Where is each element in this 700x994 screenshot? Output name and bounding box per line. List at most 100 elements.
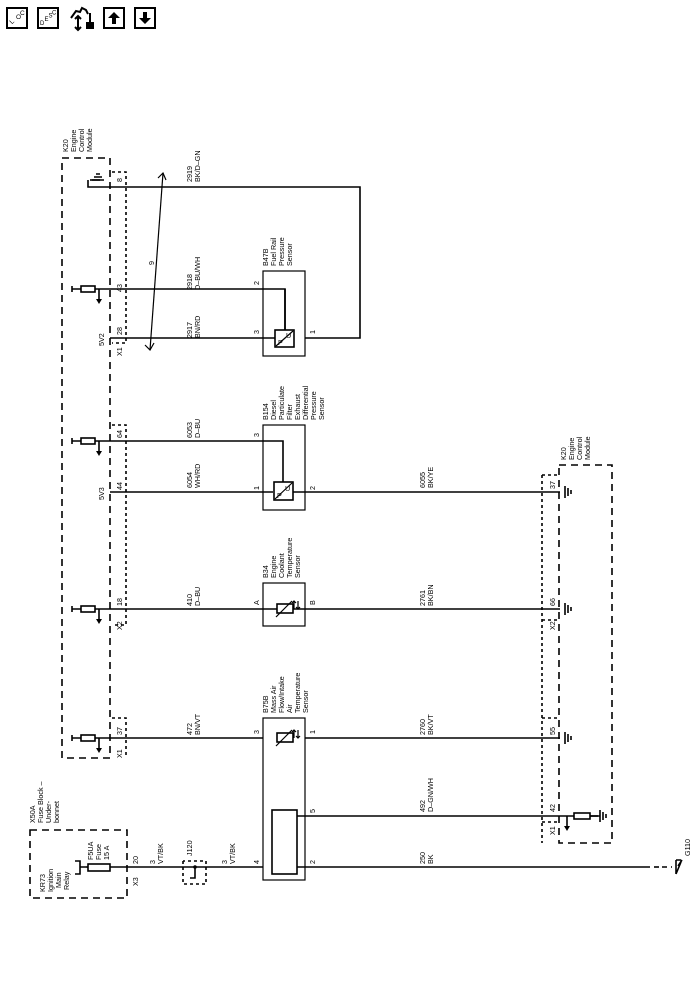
circuit-2918: 43 2918 D–BU/WH: [71, 257, 286, 330]
pin-ecm-low-42: 42: [548, 804, 557, 812]
arrow-down-icon: [96, 748, 102, 753]
circuit-2917: 5V2 28 X1 2917 BN/RD: [97, 316, 275, 356]
pin-b75b-5: 5: [308, 809, 317, 813]
ground-g110-icon: [675, 859, 683, 875]
wire-2918-color: D–BU/WH: [193, 257, 202, 290]
p-symbol: P: [277, 491, 282, 500]
wire-2917-circuit: 2917: [185, 322, 194, 338]
pin-b47b-2: 2: [252, 281, 261, 285]
b154-label-5: Differential: [301, 385, 310, 420]
u-symbol: U: [286, 331, 291, 340]
wire-6053-color: D–BU: [193, 419, 202, 438]
b75b-label-0: B75B: [261, 695, 270, 713]
b34-label-3: Temperature: [285, 538, 294, 578]
x50a-label-3: bonnet: [52, 801, 61, 823]
p-symbol: P: [278, 338, 283, 347]
b75b-label-5: Sensor: [301, 690, 310, 713]
pin-b75b-2: 2: [308, 860, 317, 864]
b75b-label-3: Air: [285, 704, 294, 713]
pin-b75b-1: 1: [308, 730, 317, 734]
wire-2917-color: BN/RD: [193, 316, 202, 338]
toolbar: L O C D E S C: [6, 6, 156, 32]
pin-ecm-18: 18: [115, 598, 124, 606]
ref-5v3: 5V3: [97, 487, 106, 500]
circuit-492: 492 D–GN/WH 42 X1: [297, 778, 607, 835]
j120-label: J120: [185, 840, 194, 856]
pin-b154-2: 2: [308, 486, 317, 490]
wire-2760-circuit: 2760: [418, 719, 427, 735]
f5ua-label-1: Fuse: [94, 844, 103, 860]
sensor-b154: P U 3 1 2 B154 Diesel Particulate Filter…: [252, 385, 326, 511]
kr73-label-3: Relay: [62, 871, 71, 890]
arrow-down-icon: [96, 299, 102, 304]
wire-2919-circuit: 2919: [185, 166, 194, 182]
pin-b47b-3: 3: [252, 330, 261, 334]
down-button[interactable]: [134, 7, 156, 29]
k20-lower-label-2: Control: [575, 436, 584, 460]
twisted-pair-marker: 9: [144, 171, 167, 351]
b47b-label-3: Sensor: [285, 243, 294, 266]
up-button[interactable]: [103, 7, 125, 29]
b34-label-1: Engine: [269, 556, 278, 578]
connector-x2-lower: X2: [548, 621, 557, 630]
connector-button[interactable]: [68, 6, 94, 32]
loc-button[interactable]: L O C: [6, 7, 28, 29]
pin-b47b-1: 1: [308, 330, 317, 334]
b154-label-6: Pressure: [309, 391, 318, 420]
wire-6054-color: WH/RD: [193, 464, 202, 488]
wire-472-color: BN/VT: [193, 713, 202, 735]
ref-5v2: 5V2: [97, 333, 106, 346]
desc-button[interactable]: D E S C: [37, 7, 59, 29]
k20-lower-label-3: Module: [583, 436, 592, 460]
b154-label-3: Filter: [285, 403, 294, 420]
wire-410-circuit: 410: [185, 594, 194, 606]
twist-ref-9: 9: [147, 261, 156, 265]
b75b-label-1: Mass Air: [269, 685, 278, 713]
desc-char-d: D: [40, 21, 45, 27]
pin-ecm-low-37: 37: [548, 481, 557, 489]
circuit-2919: 8 2919 BK/D–GN: [87, 150, 361, 339]
wire-3b-color: VT/BK: [228, 843, 237, 864]
b75b-label-2: Flow/Intake: [277, 676, 286, 713]
kr73-label-0: KR73: [38, 874, 47, 892]
kr73-label-1: Ignition: [46, 869, 55, 892]
wire-6055-color: BK/YE: [426, 467, 435, 488]
pin-ecm-28: 28: [115, 327, 124, 335]
wire-2761-color: BK/BN: [426, 584, 435, 606]
k20-upper-module: K20 Engine Control Module: [61, 128, 111, 759]
pin-b154-1: 1: [252, 486, 261, 490]
circuit-6055: 6055 BK/YE 37: [293, 467, 572, 499]
b154-label-4: Exhaust: [293, 394, 302, 420]
pin-ecm-low-55: 55: [548, 727, 557, 735]
wire-472-circuit: 472: [185, 723, 194, 735]
x50a-label-1: Fuse Block –: [36, 781, 45, 823]
b154-label-2: Particulate: [277, 386, 286, 420]
circuit-410: 18 X2 410 D–BU: [71, 587, 263, 630]
circuit-472: 37 X1 472 BN/VT: [71, 713, 263, 758]
wire-3b-circuit: 3: [220, 860, 229, 864]
k20-lower-label-0: K20: [559, 447, 568, 460]
location-icon: L O C: [8, 10, 25, 26]
x50a-label-2: Under-: [44, 800, 53, 823]
pin-b154-3: 3: [252, 433, 261, 437]
pin-ecm-37: 37: [115, 727, 124, 735]
wire-492-color: D–GN/WH: [426, 778, 435, 812]
b34-label-4: Sensor: [293, 555, 302, 578]
pin-b34-b: B: [308, 600, 317, 605]
wire-492-circuit: 492: [418, 800, 427, 812]
wire-6053-circuit: 6053: [185, 422, 194, 438]
pin-b75b-3: 3: [252, 730, 261, 734]
b47b-label-2: Pressure: [277, 237, 286, 266]
u-symbol: U: [285, 484, 290, 493]
connector-x1-mid: X1: [115, 749, 124, 758]
connector-x1-lower: X1: [548, 826, 557, 835]
b47b-label-0: B47B: [261, 248, 270, 266]
kr73-label-2: Main: [54, 872, 63, 888]
arrow-down-icon: [96, 619, 102, 624]
ecm-upper-connectors: [112, 171, 127, 758]
b34-label-2: Coolant: [277, 553, 286, 578]
circuit-2760: 2760 BK/VT 55: [305, 714, 572, 745]
loc-char-c: C: [20, 10, 25, 17]
pin-ecm-44: 44: [115, 482, 124, 490]
